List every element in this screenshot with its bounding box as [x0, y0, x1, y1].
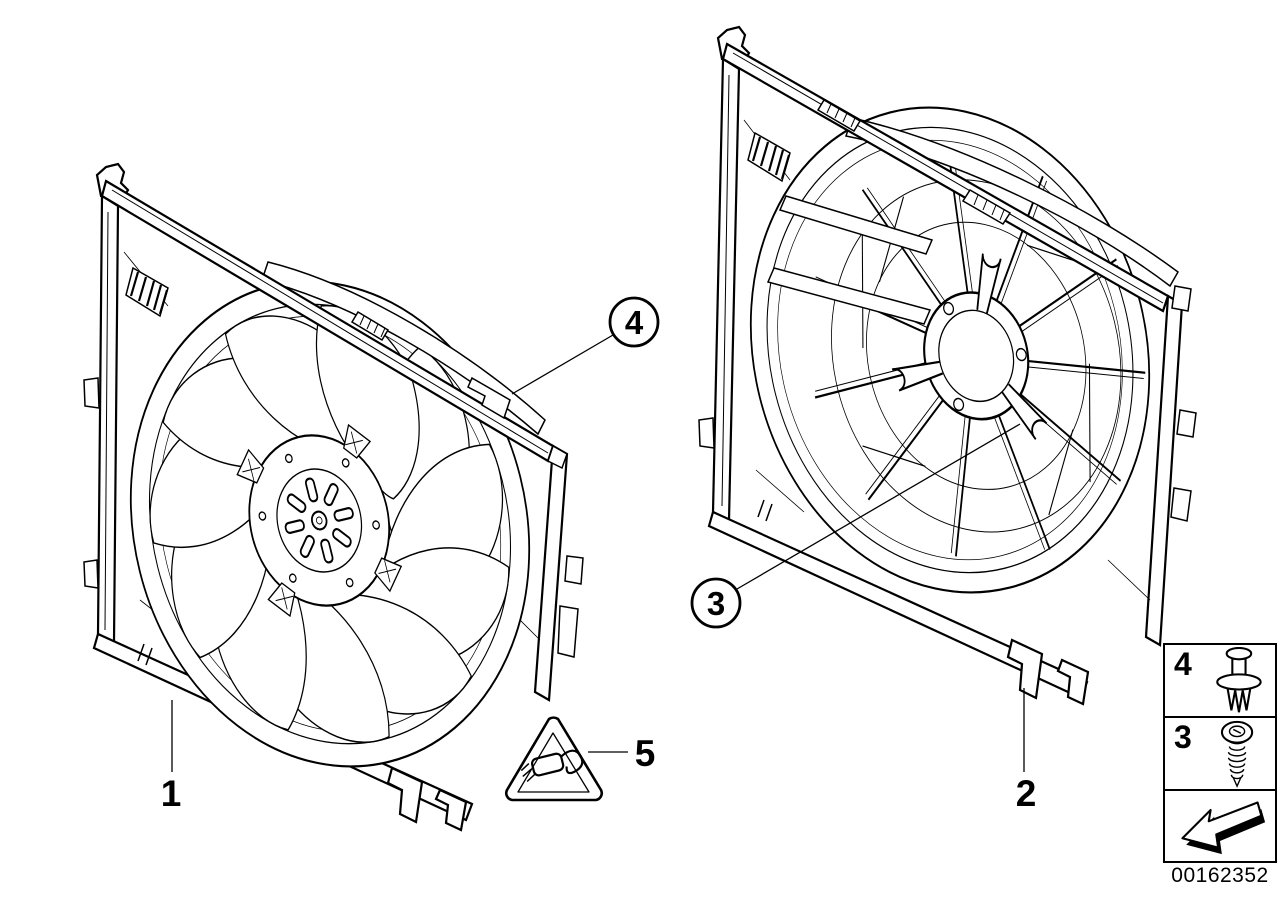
legend-row-rivet[interactable]: 4	[1165, 645, 1275, 718]
callout-4-label: 4	[625, 304, 644, 341]
legend-row-direction	[1165, 791, 1275, 861]
legend-number-3: 3	[1174, 719, 1192, 755]
fan-blades	[149, 305, 510, 743]
warning-triangle-connector-icon	[505, 716, 603, 802]
screw-icon	[1220, 720, 1254, 788]
expansion-rivet-icon	[1216, 647, 1262, 713]
fan-assembly-1-drawing	[83, 162, 584, 832]
callout-2-label[interactable]: 2	[1016, 773, 1037, 814]
callout-3-label: 3	[707, 585, 725, 622]
callout-4[interactable]: 4	[608, 296, 660, 348]
leader-item4	[511, 334, 614, 395]
diagram-part-number: 00162352	[1171, 864, 1269, 887]
direction-arrow-icon	[1181, 801, 1266, 855]
fastener-legend: 4 3	[1163, 643, 1277, 863]
callout-3[interactable]: 3	[690, 577, 742, 629]
fan-assembly-2-drawing	[698, 25, 1197, 706]
callout-1-label[interactable]: 1	[161, 773, 182, 814]
fan-hub	[236, 423, 403, 618]
legend-row-screw[interactable]: 3	[1165, 718, 1275, 791]
legend-number-4: 4	[1174, 646, 1192, 682]
leader-lines	[171, 334, 1025, 772]
leader-item3	[736, 423, 1021, 590]
callout-5-label[interactable]: 5	[635, 733, 656, 774]
